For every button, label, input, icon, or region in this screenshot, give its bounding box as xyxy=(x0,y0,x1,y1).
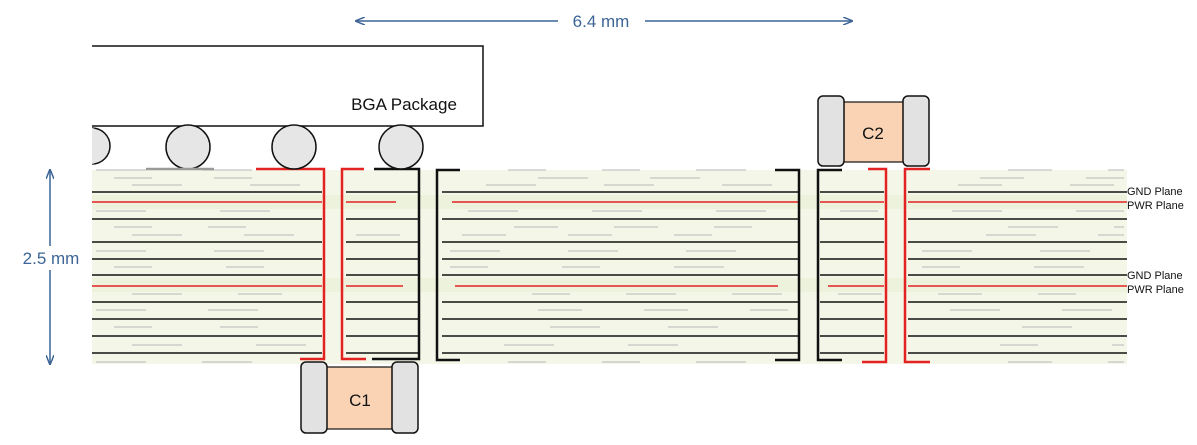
height-dimension-label-bg xyxy=(16,246,86,270)
bga-package: BGA Package xyxy=(91,45,484,171)
copper-layers xyxy=(92,191,1127,354)
pwr-plane-label-bottom: PWR Plane xyxy=(1127,284,1184,296)
capacitor-c2-end-left xyxy=(817,95,845,167)
gnd-plane-label-bottom: GND Plane xyxy=(1127,270,1183,282)
capacitor-c1-body xyxy=(321,366,401,430)
bga-ball xyxy=(271,124,317,170)
capacitor-c2-label: C2 xyxy=(862,124,884,143)
via-black-mid-right xyxy=(775,168,801,362)
via-red-c2-left xyxy=(862,167,888,364)
pcb-core-band-2 xyxy=(92,278,1127,292)
capacitor-c1-end-left xyxy=(300,361,328,434)
vias xyxy=(256,167,930,364)
gnd-plane-label-top: GND Plane xyxy=(1127,186,1183,198)
via-red-c1-right xyxy=(340,167,366,361)
bga-ball xyxy=(165,124,211,170)
width-dimension: 6.4 mm xyxy=(356,12,852,31)
capacitor-c1-label: C1 xyxy=(349,391,371,410)
bga-ball-partial-fill xyxy=(92,128,101,164)
bga-ball xyxy=(378,124,424,170)
width-dimension-label: 6.4 mm xyxy=(573,12,630,31)
power-planes xyxy=(92,201,1127,287)
bga-package-label: BGA Package xyxy=(351,95,457,114)
via-red-c2-right xyxy=(903,167,930,364)
capacitor-c2: C2 xyxy=(817,95,930,167)
capacitor-c1-end-right xyxy=(391,361,419,434)
capacitor-c1: C1 xyxy=(300,361,419,434)
capacitor-c2-end-right xyxy=(902,95,930,167)
height-dimension-label: 2.5 mm xyxy=(23,249,80,268)
capacitor-c2-body xyxy=(837,101,911,163)
height-dimension: 2.5 mm xyxy=(16,170,86,364)
dielectric-hatching xyxy=(96,169,1124,363)
via-black-c2-left xyxy=(816,168,842,362)
plane-labels: GND Plane PWR Plane GND Plane PWR Plane xyxy=(1127,186,1184,296)
via-black-mid-left xyxy=(435,168,460,362)
pwr-plane-label-top: PWR Plane xyxy=(1127,200,1184,212)
bga-package-body xyxy=(92,45,484,127)
